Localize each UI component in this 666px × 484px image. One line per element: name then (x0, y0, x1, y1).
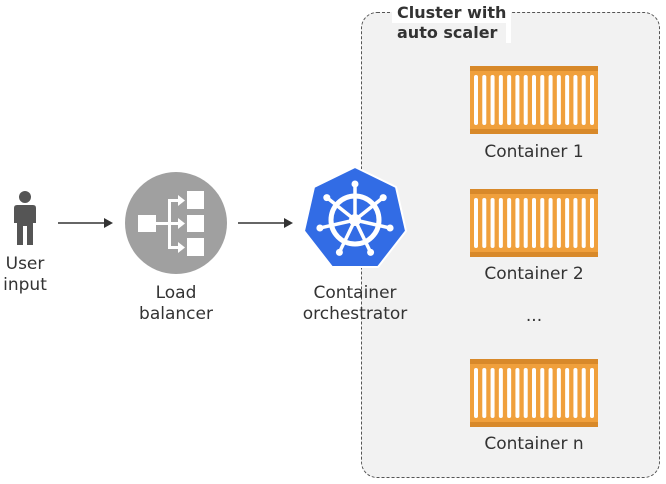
container-2-label: Container 2 (484, 264, 584, 284)
person-icon (14, 191, 36, 245)
shipping-container-icon (470, 66, 598, 134)
load-balancer-label: Load balancer (139, 283, 213, 324)
load-balancer-icon (125, 172, 227, 274)
shipping-container-icon (470, 359, 598, 427)
user-label: User input (3, 254, 47, 295)
cluster-title: Cluster with auto scaler (392, 3, 512, 43)
ellipsis: ... (525, 306, 543, 326)
kubernetes-icon (303, 166, 407, 268)
arrow-lb-to-orchestrator (238, 218, 293, 228)
cluster-title-line2: auto scaler (392, 23, 507, 43)
container-1-label: Container 1 (484, 142, 584, 162)
orchestrator-label: Container orchestrator (302, 283, 408, 324)
container-n-label: Container n (484, 434, 584, 454)
shipping-container-icon (470, 189, 598, 257)
arrow-user-to-lb (58, 218, 113, 228)
cluster-title-line1: Cluster with (397, 3, 507, 22)
